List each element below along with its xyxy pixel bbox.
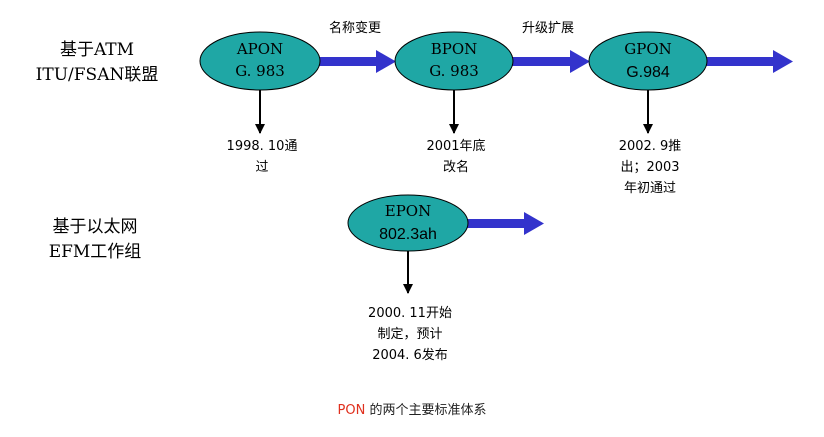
note-epon-line: 制定，预计 <box>377 327 442 342</box>
caption-pon: PON <box>337 403 366 418</box>
note-epon: 2000. 11开始 制定，预计 2004. 6发布 <box>368 306 452 363</box>
node-gpon: GPON G.984 <box>588 31 708 91</box>
node-epon-std: 802.3ah <box>379 226 437 243</box>
node-bpon-name: BPON <box>431 40 478 58</box>
note-epon-line: 2004. 6发布 <box>372 347 448 363</box>
transition-upgrade-label: 升级扩展 <box>522 21 574 36</box>
note-epon-line: 2000. 11开始 <box>368 306 452 321</box>
arrow-apon-to-bpon <box>318 50 396 73</box>
node-bpon: BPON G. 983 <box>394 31 514 91</box>
node-gpon-std: G.984 <box>626 64 670 81</box>
group-ethernet-line2: EFM工作组 <box>49 242 142 262</box>
node-bpon-std: G. 983 <box>429 62 479 80</box>
note-bpon-line: 2001年底 <box>426 138 485 154</box>
note-gpon-line: 2002. 9推 <box>619 139 682 154</box>
group-atm-line2: ITU/FSAN联盟 <box>36 65 159 85</box>
node-epon: EPON 802.3ah <box>347 194 469 252</box>
group-ethernet-line1: 基于以太网 <box>53 217 138 237</box>
note-apon: 1998. 10通 过 <box>227 139 298 175</box>
note-apon-line: 过 <box>255 160 268 175</box>
figure-caption: PON 的两个主要标准体系 <box>0 399 824 418</box>
node-apon-name: APON <box>236 40 283 58</box>
note-apon-line: 1998. 10通 <box>227 139 298 154</box>
note-bpon: 2001年底 改名 <box>426 138 485 175</box>
node-apon: APON G. 983 <box>199 31 321 91</box>
arrow-gpon-future <box>705 50 793 73</box>
node-gpon-name: GPON <box>624 40 672 58</box>
arrow-bpon-to-gpon <box>512 50 590 73</box>
note-gpon-line: 年初通过 <box>624 181 676 196</box>
node-epon-name: EPON <box>385 202 431 220</box>
group-atm-line1: 基于ATM <box>60 40 134 60</box>
node-apon-std: G. 983 <box>235 62 285 80</box>
arrow-epon-future <box>462 212 544 235</box>
caption-rest: 的两个主要标准体系 <box>365 403 487 418</box>
note-gpon: 2002. 9推 出；2003 年初通过 <box>619 139 682 196</box>
note-gpon-line: 出；2003 <box>620 160 679 175</box>
note-bpon-line: 改名 <box>443 159 469 175</box>
transition-rename-label: 名称变更 <box>329 20 381 36</box>
